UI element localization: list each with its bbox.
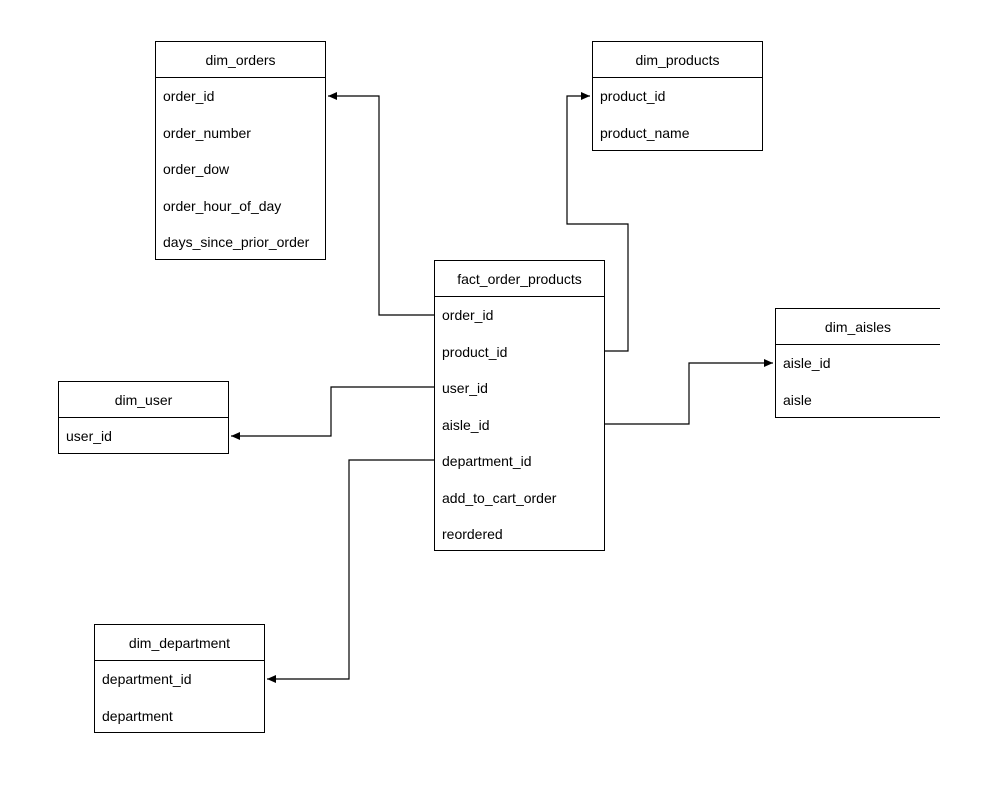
field-order-id: order_id <box>442 307 494 323</box>
entity-dim-orders[interactable]: dim_orders order_id order_number order_d… <box>155 41 326 260</box>
field-aisle-id: aisle_id <box>783 355 831 371</box>
entity-title: dim_user <box>59 382 228 418</box>
field-product-id: product_id <box>600 88 666 104</box>
field-order-dow: order_dow <box>163 161 230 177</box>
field-order-number: order_number <box>163 124 251 141</box>
field-days-since-prior-order: days_since_prior_order <box>163 234 310 250</box>
field-order-id: order_id <box>163 88 215 104</box>
entity-title: dim_orders <box>156 42 325 78</box>
field-user-id: user_id <box>66 428 112 444</box>
field-department-id: department_id <box>442 453 532 469</box>
field-department: department <box>102 707 173 724</box>
connector-aisle-id <box>605 359 773 425</box>
entity-title: fact_order_products <box>435 261 604 297</box>
field-reordered: reordered <box>442 526 503 542</box>
field-order-hour-of-day: order_hour_of_day <box>163 197 282 214</box>
connector-product-id <box>566 92 629 352</box>
field-product-id: product_id <box>442 343 508 360</box>
connector-order-id <box>328 92 434 316</box>
entity-title: dim_aisles <box>776 309 940 345</box>
field-aisle-id: aisle_id <box>442 416 490 433</box>
entity-title: dim_department <box>95 625 264 661</box>
entity-dim-user[interactable]: dim_user user_id <box>58 381 229 454</box>
field-department-id: department_id <box>102 671 192 687</box>
entity-dim-aisles[interactable]: dim_aisles aisle_id aisle <box>775 308 940 418</box>
field-user-id: user_id <box>442 380 488 396</box>
field-add-to-cart-order: add_to_cart_order <box>442 489 557 506</box>
field-aisle: aisle <box>783 391 812 408</box>
connector-user-id <box>231 386 434 440</box>
entity-title: dim_products <box>593 42 762 78</box>
connector-department-id <box>267 459 434 683</box>
entity-fact-order-products[interactable]: fact_order_products order_id product_id … <box>434 260 605 551</box>
field-product-name: product_name <box>600 124 690 141</box>
entity-dim-products[interactable]: dim_products product_id product_name <box>592 41 763 151</box>
entity-dim-department[interactable]: dim_department department_id department <box>94 624 265 733</box>
